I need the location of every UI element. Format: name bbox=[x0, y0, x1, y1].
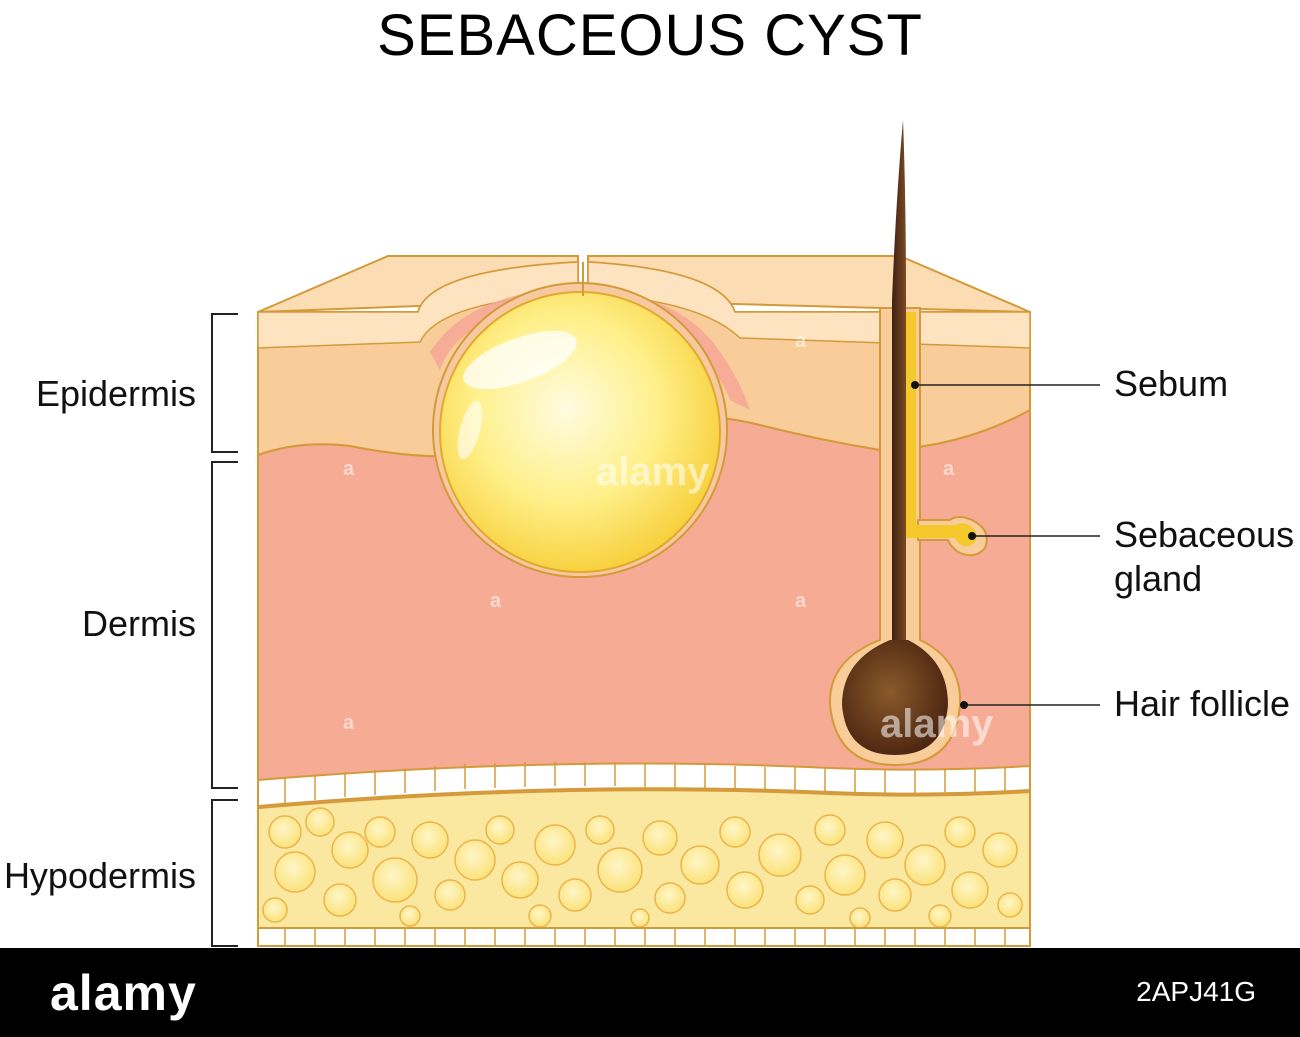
label-hair-follicle: Hair follicle bbox=[1114, 683, 1291, 724]
skin-cross-section bbox=[211, 120, 1100, 947]
watermark-center: alamy bbox=[596, 450, 710, 494]
label-epidermis: Epidermis bbox=[35, 373, 196, 414]
label-hypodermis: Hypodermis bbox=[3, 855, 196, 896]
sebaceous-cyst bbox=[432, 262, 728, 578]
label-sebaceous-gland-2: gland bbox=[1114, 558, 1203, 599]
footer-logo: alamy bbox=[50, 965, 197, 1021]
watermark-small-3: a bbox=[795, 330, 807, 352]
diagram-title: SEBACEOUS CYST bbox=[377, 3, 923, 68]
layer-brackets bbox=[211, 313, 238, 947]
footer-bar: alamy 2APJ41G bbox=[0, 948, 1300, 1037]
hair-follicle-structure bbox=[828, 120, 988, 767]
footer-image-code: 2APJ41G bbox=[1136, 976, 1256, 1007]
watermark-small-4: a bbox=[490, 590, 502, 612]
callout-dots bbox=[911, 381, 976, 709]
watermark-small-1: a bbox=[343, 458, 355, 480]
watermark-lower: alamy bbox=[880, 702, 994, 746]
label-sebum: Sebum bbox=[1114, 363, 1229, 404]
label-dermis: Dermis bbox=[82, 603, 196, 644]
fat-cells bbox=[262, 807, 1023, 929]
watermark-small-6: a bbox=[343, 712, 355, 734]
hypodermis-layer bbox=[257, 787, 1031, 947]
label-sebaceous-gland-1: Sebaceous bbox=[1114, 514, 1295, 555]
callout-lines bbox=[915, 384, 1100, 706]
watermark-small-2: a bbox=[943, 458, 955, 480]
watermark-small-5: a bbox=[795, 590, 807, 612]
